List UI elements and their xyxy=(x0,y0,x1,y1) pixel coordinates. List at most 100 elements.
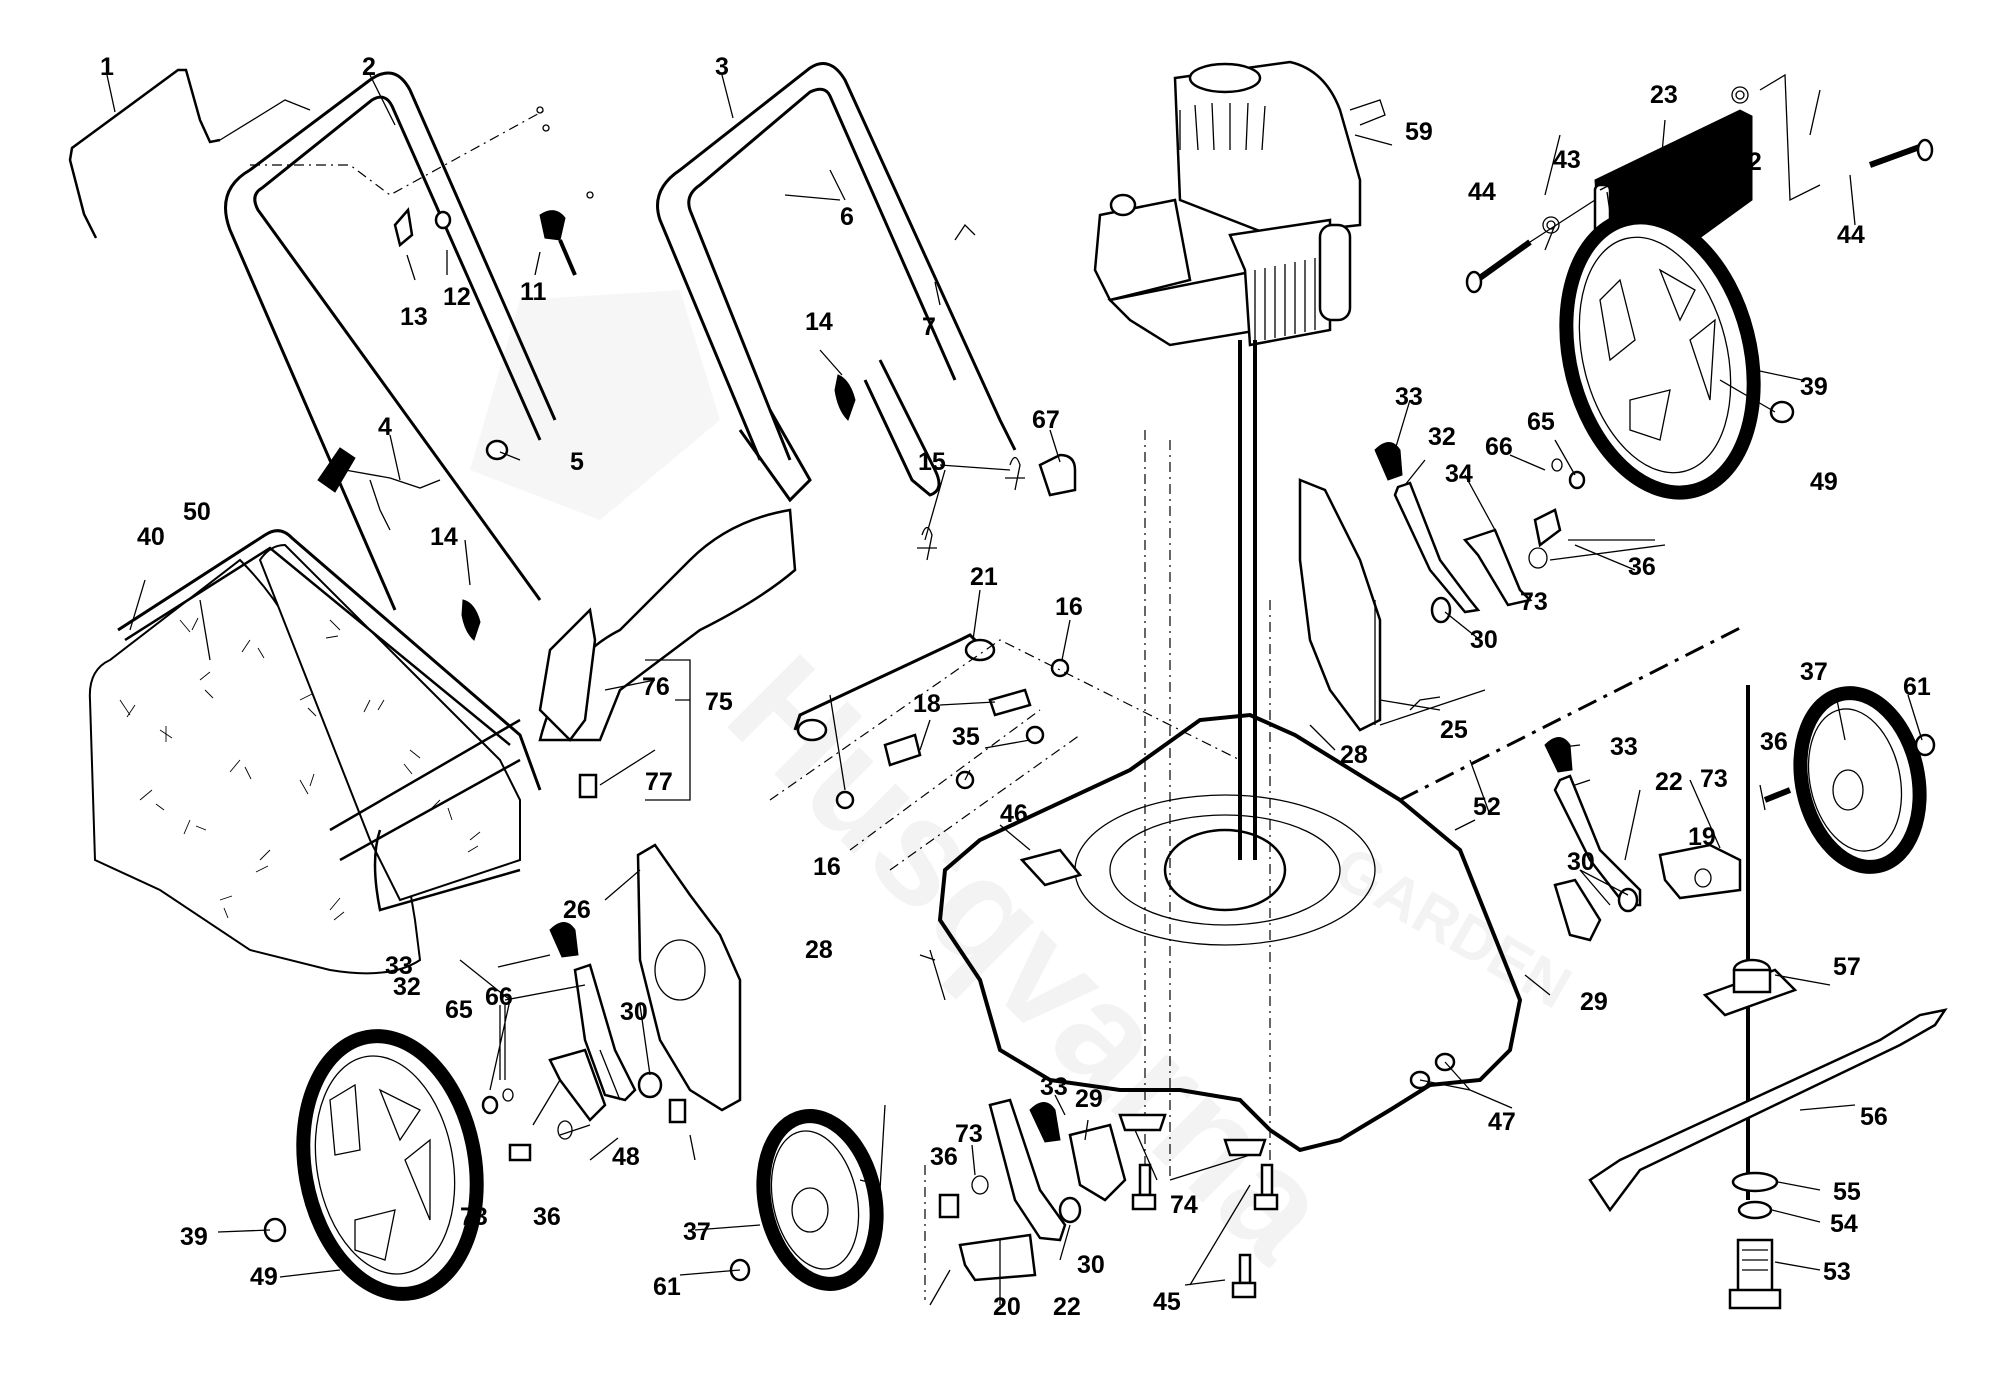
callout-22b: 22 xyxy=(1053,1293,1081,1321)
callout-2: 2 xyxy=(362,53,376,81)
callout-56: 56 xyxy=(1860,1103,1888,1131)
callout-23: 23 xyxy=(1650,81,1678,109)
height-rod-assembly xyxy=(769,633,1241,871)
mower-deck-part xyxy=(937,430,1741,1190)
callout-25: 25 xyxy=(1440,716,1468,744)
callout-48: 48 xyxy=(612,1143,640,1171)
callout-44a: 44 xyxy=(1468,178,1496,206)
callout-50: 50 xyxy=(183,498,211,526)
callout-20: 20 xyxy=(993,1293,1021,1321)
right-front-brackets xyxy=(1544,737,1792,942)
callout-43: 43 xyxy=(1553,146,1581,174)
callout-57: 57 xyxy=(1833,953,1861,981)
callout-16b: 16 xyxy=(813,853,841,881)
callout-18: 18 xyxy=(913,690,941,718)
callout-36d: 36 xyxy=(930,1143,958,1171)
callout-34: 34 xyxy=(1445,460,1473,488)
callout-65a: 65 xyxy=(1527,408,1555,436)
blade-assembly xyxy=(1588,685,1948,1310)
callout-76: 76 xyxy=(642,673,670,701)
callout-14b: 14 xyxy=(430,523,458,551)
rear-wheel-right-part xyxy=(1559,210,1795,500)
callout-29b: 29 xyxy=(1075,1085,1103,1113)
callout-30b: 30 xyxy=(1567,848,1595,876)
callout-30c: 30 xyxy=(620,998,648,1026)
callout-39a: 39 xyxy=(1800,373,1828,401)
callout-7: 7 xyxy=(922,313,936,341)
callout-37b: 37 xyxy=(683,1218,711,1246)
callout-46: 46 xyxy=(1000,800,1028,828)
callout-5: 5 xyxy=(570,448,584,476)
watermark-subtext: GARDEN xyxy=(1324,833,1583,1021)
callout-39b: 39 xyxy=(180,1223,208,1251)
callout-54: 54 xyxy=(1830,1210,1858,1238)
callout-14a: 14 xyxy=(805,308,833,336)
engine-bolts xyxy=(1118,1052,1456,1299)
callout-53: 53 xyxy=(1823,1258,1851,1286)
handle-hardware xyxy=(317,207,856,641)
front-wheel-left-part xyxy=(729,1109,884,1291)
callout-33b: 33 xyxy=(1610,733,1638,761)
callout-32b: 32 xyxy=(393,973,421,1001)
callout-49a: 49 xyxy=(1810,468,1838,496)
callout-74: 74 xyxy=(1170,1191,1198,1219)
callout-29a: 29 xyxy=(1580,988,1608,1016)
callout-33c: 33 xyxy=(385,952,413,980)
callout-73d: 73 xyxy=(955,1120,983,1148)
callout-66b: 66 xyxy=(485,983,513,1011)
left-height-plate-part xyxy=(548,843,742,1124)
callout-61a: 61 xyxy=(1903,673,1931,701)
cable-clips xyxy=(917,223,1077,561)
callout-30d: 30 xyxy=(1077,1251,1105,1279)
callout-73c: 73 xyxy=(460,1203,488,1231)
callout-16a: 16 xyxy=(1055,593,1083,621)
callout-49b: 49 xyxy=(250,1263,278,1291)
callout-13: 13 xyxy=(400,303,428,331)
upper-handle-part xyxy=(224,71,594,611)
rear-wheel-left-part xyxy=(263,1029,573,1301)
front-wheel-right-part xyxy=(1793,686,1936,874)
callout-32a: 32 xyxy=(1428,423,1456,451)
leader-lines xyxy=(106,74,1923,1306)
callout-30a: 30 xyxy=(1470,626,1498,654)
engine-part xyxy=(1093,60,1386,860)
callout-36b: 36 xyxy=(1760,728,1788,756)
callout-67: 67 xyxy=(1032,406,1060,434)
handle-bail-part xyxy=(68,68,311,239)
callout-15: 15 xyxy=(918,448,946,476)
left-front-brackets xyxy=(924,1098,1127,1300)
callout-28a: 28 xyxy=(1340,741,1368,769)
callout-26: 26 xyxy=(563,896,591,924)
discharge-chute-part xyxy=(538,508,797,801)
callout-75: 75 xyxy=(705,688,733,716)
callout-4: 4 xyxy=(378,413,392,441)
callout-47: 47 xyxy=(1488,1108,1516,1136)
callout-55: 55 xyxy=(1833,1178,1861,1206)
callout-44b: 44 xyxy=(1837,221,1865,249)
grass-catcher-part xyxy=(88,529,542,975)
callout-77: 77 xyxy=(645,768,673,796)
callout-19: 19 xyxy=(1688,823,1716,851)
callout-66a: 66 xyxy=(1485,433,1513,461)
callout-6: 6 xyxy=(840,203,854,231)
callout-33a: 33 xyxy=(1395,383,1423,411)
right-rear-brackets xyxy=(1374,442,1586,711)
callout-11: 11 xyxy=(520,278,547,306)
callout-42: 42 xyxy=(1734,148,1762,176)
callout-65b: 65 xyxy=(445,996,473,1024)
callout-36c: 36 xyxy=(533,1203,561,1231)
callout-73b: 73 xyxy=(1700,765,1728,793)
callout-61b: 61 xyxy=(653,1273,681,1301)
callout-73a: 73 xyxy=(1520,588,1548,616)
callout-59: 59 xyxy=(1405,118,1433,146)
callout-40: 40 xyxy=(137,523,165,551)
callout-28b: 28 xyxy=(805,936,833,964)
callout-36a: 36 xyxy=(1628,553,1656,581)
callout-33d: 33 xyxy=(1040,1073,1068,1101)
lower-handle-part xyxy=(656,62,1017,503)
callout-45: 45 xyxy=(1153,1288,1181,1316)
callout-22a: 22 xyxy=(1655,768,1683,796)
right-height-plate-part xyxy=(1298,478,1382,732)
callout-12: 12 xyxy=(443,283,471,311)
